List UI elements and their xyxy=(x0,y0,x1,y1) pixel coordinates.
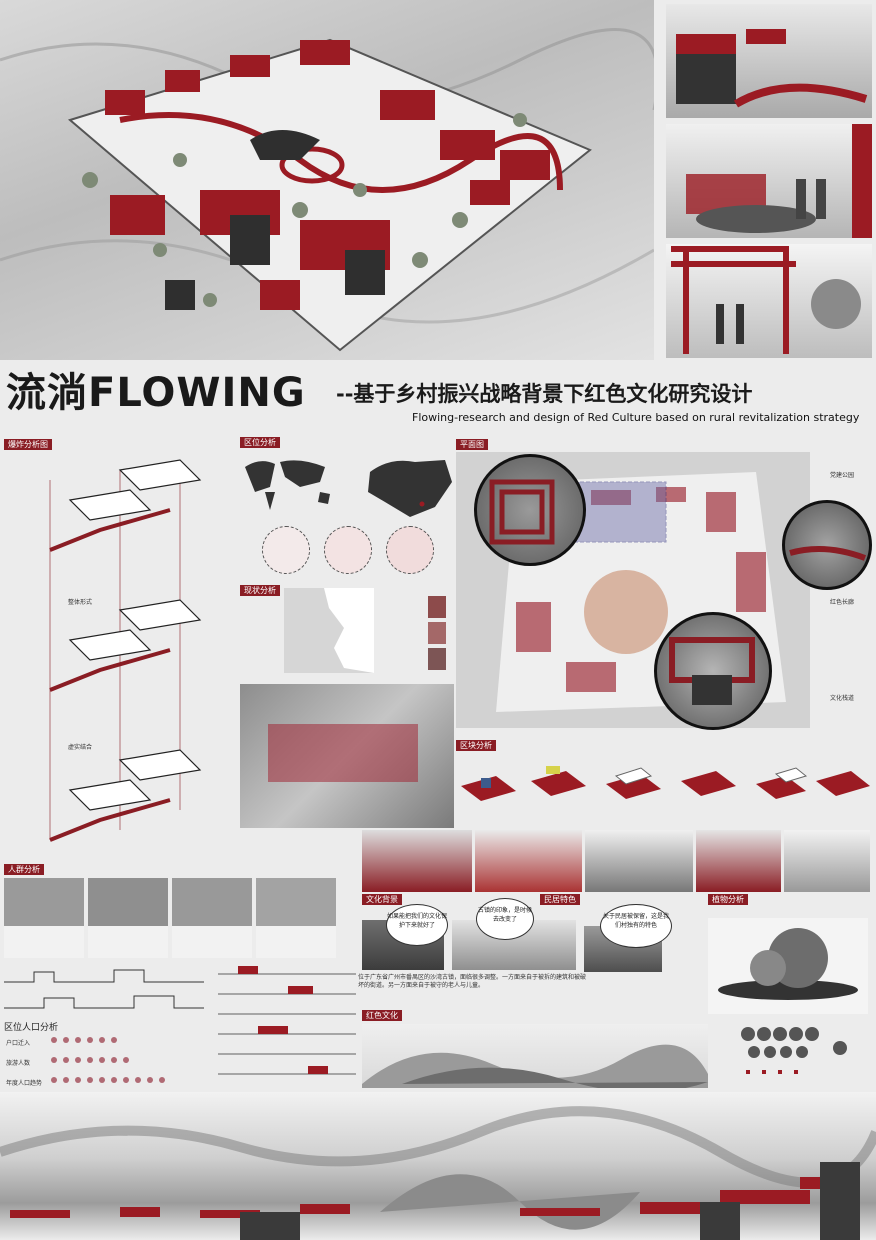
section-tag-crowd: 人群分析 xyxy=(4,864,44,875)
speech-bubble-1: 如果能把我们的文化保护下来就好了 xyxy=(386,904,448,946)
section-tag-plant: 植物分析 xyxy=(708,894,748,905)
plan-label-plank: 文化栈道 xyxy=(830,695,855,702)
render-gallery-top xyxy=(666,4,872,118)
elevation-sketches xyxy=(218,962,356,1082)
population-row-2: 旅游人数 xyxy=(6,1060,31,1067)
plan-callout-park xyxy=(474,454,586,566)
location-zoom-1 xyxy=(262,526,310,574)
render-gallery-mid xyxy=(666,124,872,238)
section-tag-folk: 民居特色 xyxy=(540,894,580,905)
section-tag-plan: 平面图 xyxy=(456,439,488,450)
plan-callout-plank xyxy=(654,612,772,730)
plan-label-park: 党建公园 xyxy=(830,472,855,479)
block-diagrams xyxy=(456,756,870,812)
population-row-3: 年度人口趋势 xyxy=(6,1080,43,1087)
page-subtitle-english: Flowing-research and design of Red Cultu… xyxy=(412,411,860,424)
explosion-label-2: 虚实结合 xyxy=(68,744,93,751)
crowd-panels xyxy=(4,878,338,958)
render-gallery-bottom xyxy=(666,244,872,358)
location-zoom-3 xyxy=(386,526,434,574)
explosion-label-1: 整体形式 xyxy=(68,599,93,606)
panorama-elevation xyxy=(0,1092,876,1240)
section-tag-red-culture: 红色文化 xyxy=(362,1010,402,1021)
speech-bubble-2: 古镇的印象，是时候去改变了 xyxy=(476,898,534,940)
page-title: 流淌FLOWING xyxy=(6,370,306,416)
section-tag-location: 区位分析 xyxy=(240,437,280,448)
status-photos xyxy=(428,596,446,676)
population-row-1: 户口迁入 xyxy=(6,1040,31,1047)
page-subtitle: --基于乡村振兴战略背景下红色文化研究设计 xyxy=(336,382,753,406)
plan-label-corridor: 红色长廊 xyxy=(830,599,855,606)
plan-callout-corridor xyxy=(782,500,872,590)
section-tag-block: 区块分析 xyxy=(456,740,496,751)
world-map xyxy=(240,452,340,512)
explosion-diagram xyxy=(30,450,220,870)
china-map xyxy=(360,452,460,522)
tree-samples xyxy=(740,1024,868,1084)
status-map xyxy=(284,588,374,673)
section-tag-culture: 文化背景 xyxy=(362,894,402,905)
section-tag-explosion: 爆炸分析图 xyxy=(4,439,52,450)
population-pictograms xyxy=(48,1034,208,1092)
aerial-illustration xyxy=(0,28,654,352)
speech-bubble-3: 关于民居被保留，这是我们村独有的特色 xyxy=(600,904,672,948)
street-photo-strip xyxy=(362,830,870,892)
satellite-image xyxy=(240,684,454,828)
plant-render xyxy=(708,918,868,1014)
population-title: 区位人口分析 xyxy=(4,1023,59,1033)
section-sketches xyxy=(4,962,204,1014)
location-zoom-2 xyxy=(324,526,372,574)
culture-paragraph: 位于广东省广州市番禺区的沙湾古镇，面临很多调整。一方面来自于被拆的建筑和被破坏的… xyxy=(358,974,587,989)
hero-aerial-render xyxy=(0,0,654,360)
red-culture-landscape xyxy=(362,1024,708,1088)
section-tag-status: 现状分析 xyxy=(240,585,280,596)
